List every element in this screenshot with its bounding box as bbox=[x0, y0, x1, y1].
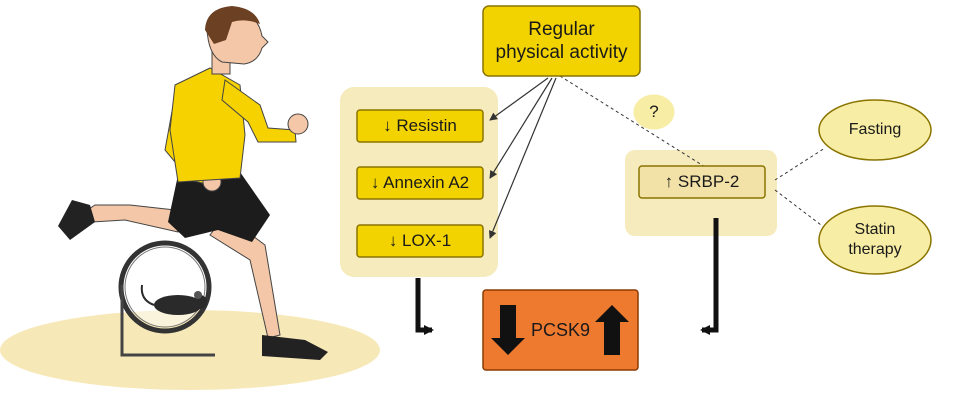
activity-arrows bbox=[488, 75, 711, 239]
statin-connector bbox=[774, 189, 826, 229]
question-label: ? bbox=[649, 102, 659, 121]
pcsk9-label: PCSK9 bbox=[530, 319, 591, 340]
srbp-box bbox=[638, 165, 766, 199]
up-arrow-icon bbox=[595, 305, 629, 355]
mouse-icon bbox=[154, 295, 202, 315]
fasting-connector bbox=[774, 147, 826, 181]
statin-label: Statin therapy bbox=[848, 221, 902, 258]
runner-front-shoe bbox=[262, 335, 328, 360]
runner-torso bbox=[169, 67, 246, 183]
question-ellipse bbox=[633, 94, 675, 130]
right-to-pcsk9-arrow bbox=[700, 218, 719, 335]
resistin-label: ↓ Resistin bbox=[383, 116, 457, 135]
annexin-label: ↓ Annexin A2 bbox=[370, 173, 470, 192]
fasting-label: Fasting bbox=[848, 121, 902, 138]
mouse-wheel-icon bbox=[118, 240, 215, 357]
activity-label: Regular physical activity bbox=[495, 19, 628, 63]
srbp-label: ↑ SRBP-2 bbox=[664, 172, 740, 191]
runner-front-arm bbox=[221, 79, 297, 143]
statin-ellipse bbox=[818, 205, 932, 275]
ground-shadow bbox=[0, 310, 380, 390]
resistin-box bbox=[356, 109, 484, 143]
fasting-ellipse bbox=[818, 99, 932, 161]
lox1-label: ↓ LOX-1 bbox=[388, 231, 452, 250]
runner-shorts bbox=[168, 172, 270, 242]
left-to-pcsk9-arrow bbox=[415, 278, 434, 335]
pcsk9-box bbox=[482, 289, 639, 371]
down-arrow-icon bbox=[491, 305, 525, 355]
runner-hair bbox=[205, 6, 260, 44]
runner-back-shoe bbox=[58, 200, 95, 240]
annexin-box bbox=[356, 166, 484, 200]
runner-illustration bbox=[0, 6, 380, 390]
runner-front-hand bbox=[287, 113, 309, 135]
lox1-box bbox=[356, 224, 484, 258]
activity-box bbox=[482, 5, 641, 77]
runner-back-leg bbox=[79, 204, 179, 233]
